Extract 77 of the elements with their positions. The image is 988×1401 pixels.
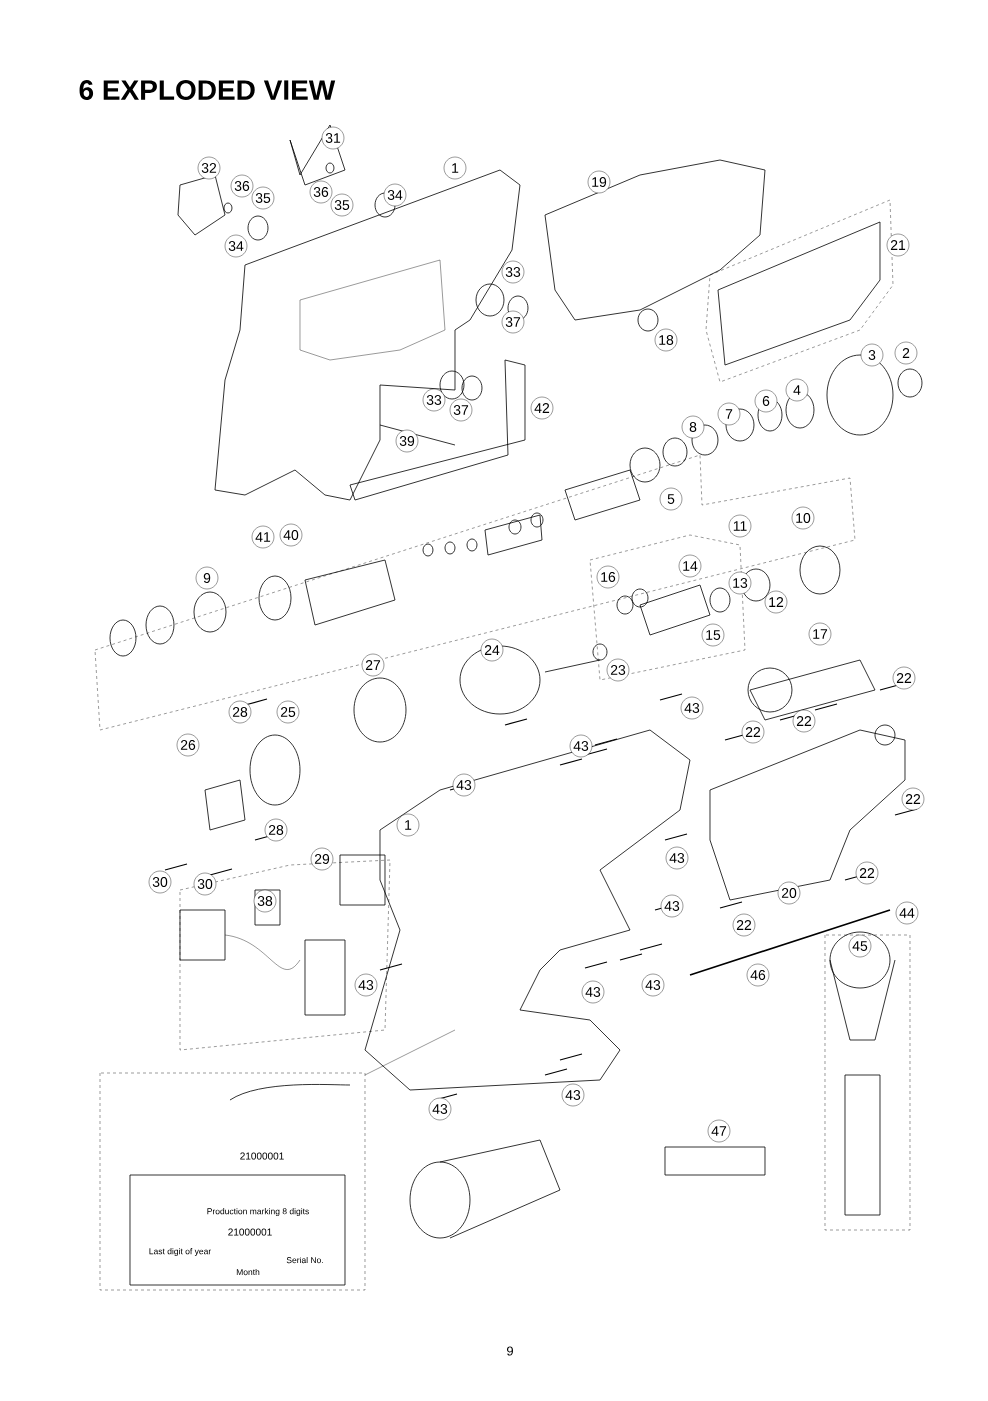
callout-number: 22 (901, 787, 925, 811)
callout-number: 21 (886, 233, 910, 257)
callout-number: 27 (361, 653, 385, 677)
callout-number: 23 (606, 658, 630, 682)
callout-number: 7 (717, 402, 741, 426)
callout-number: 43 (680, 696, 704, 720)
callout-number: 36 (230, 174, 254, 198)
callout-number: 10 (791, 506, 815, 530)
callout-number: 22 (741, 720, 765, 744)
callout-number: 22 (892, 666, 916, 690)
callout-number: 3 (860, 343, 884, 367)
callout-number: 20 (777, 881, 801, 905)
callout-number: 43 (641, 973, 665, 997)
callout-number: 43 (428, 1097, 452, 1121)
callout-number: 2 (894, 341, 918, 365)
callout-number: 33 (422, 388, 446, 412)
callout-number: 45 (848, 934, 872, 958)
callout-number: 13 (728, 571, 752, 595)
callout-number: 38 (253, 889, 277, 913)
callout-number: 28 (264, 818, 288, 842)
callout-number: 32 (197, 156, 221, 180)
callout-number: 22 (855, 861, 879, 885)
callout-number: 17 (808, 622, 832, 646)
callout-number: 9 (195, 566, 219, 590)
callout-number: 40 (279, 523, 303, 547)
callout-number: 35 (251, 186, 275, 210)
serial-number: 21000001 (238, 1151, 286, 1161)
callout-number: 5 (659, 487, 683, 511)
callout-number: 14 (678, 554, 702, 578)
title: 6 EXPLODED VIEW (79, 80, 336, 100)
callout-number: 47 (707, 1119, 731, 1143)
callout-number: 1 (443, 156, 467, 180)
callout-number: 46 (746, 963, 770, 987)
serial-number: 21000001 (226, 1227, 274, 1237)
callout-number: 12 (764, 590, 788, 614)
callout-number: 43 (561, 1083, 585, 1107)
callout-number: 34 (383, 183, 407, 207)
callout-number: 43 (581, 980, 605, 1004)
callout-number: 37 (501, 310, 525, 334)
callout-number: 16 (596, 565, 620, 589)
callout-number: 30 (148, 870, 172, 894)
callout-number: 11 (728, 514, 752, 538)
callout-number: 35 (330, 193, 354, 217)
callout-number: 43 (354, 973, 378, 997)
callout-number: 39 (395, 429, 419, 453)
callout-number: 29 (310, 847, 334, 871)
callout-number: 26 (176, 733, 200, 757)
callout-number: 22 (732, 913, 756, 937)
callout-number: 30 (193, 872, 217, 896)
callout-number: 24 (480, 638, 504, 662)
callout-number: 1 (396, 813, 420, 837)
callout-number: 18 (654, 328, 678, 352)
callout-number: 6 (754, 389, 778, 413)
page-number: 9 (507, 1346, 513, 1356)
callout-number: 15 (701, 623, 725, 647)
note-text: Month (235, 1267, 261, 1277)
callout-number: 25 (276, 700, 300, 724)
callout-number: 33 (501, 260, 525, 284)
callout-number: 43 (452, 773, 476, 797)
callout-number: 19 (587, 170, 611, 194)
callout-number: 31 (321, 126, 345, 150)
callout-number: 41 (251, 525, 275, 549)
callout-number: 43 (660, 894, 684, 918)
callout-number: 28 (228, 700, 252, 724)
callout-number: 36 (309, 180, 333, 204)
note-text: Last digit of year (147, 1247, 213, 1257)
callout-number: 37 (449, 398, 473, 422)
note-text: Serial No. (285, 1255, 325, 1265)
callout-number: 43 (665, 846, 689, 870)
note-text: Production marking 8 digits (205, 1207, 311, 1217)
callout-number: 43 (569, 734, 593, 758)
callout-number: 44 (895, 901, 919, 925)
callout-number: 34 (224, 234, 248, 258)
callout-number: 42 (530, 396, 554, 420)
callout-number: 8 (681, 415, 705, 439)
callout-number: 22 (792, 709, 816, 733)
callout-number: 4 (785, 378, 809, 402)
